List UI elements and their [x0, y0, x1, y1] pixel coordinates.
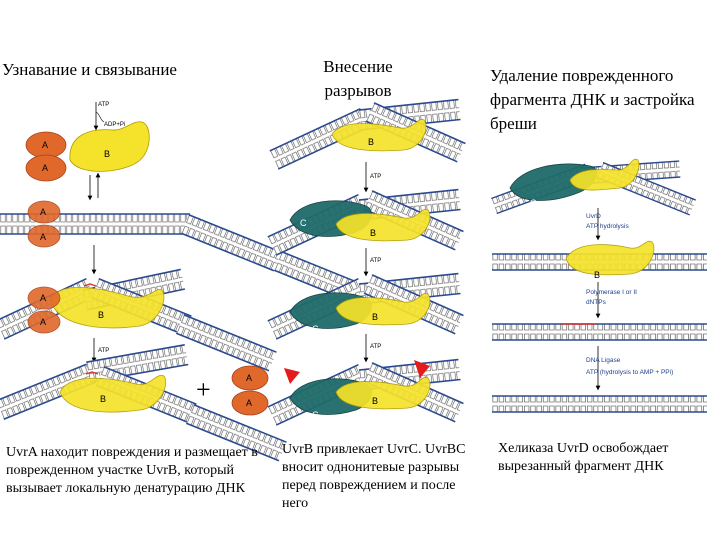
protein-a-label: A [42, 163, 48, 173]
caption-recognition: UvrA находит повреждения и размещает в п… [6, 445, 258, 496]
protein-b-label: B [370, 228, 376, 238]
protein-c-label: C [300, 218, 307, 228]
protein-c-label: C [312, 410, 319, 420]
removal-stage-4 [491, 395, 708, 413]
column-title-recognition: Узнавание и связывание [2, 60, 177, 79]
protein-b-label: B [104, 149, 110, 159]
protein-b-label: B [100, 394, 106, 404]
atp-label: ATP [98, 102, 109, 108]
atp-label: ATP [98, 348, 109, 354]
lesion-marker [83, 283, 97, 287]
protein-b-label: B [594, 270, 600, 280]
protein-b-shape [69, 121, 150, 172]
removal-stage-3 [491, 323, 708, 341]
stage-4-b-on-dna: B + A A [0, 343, 288, 462]
protein-a-label: A [40, 317, 46, 327]
atp-amp-label: ATP (hydrolysis to AMP + PPi) [586, 369, 673, 376]
protein-c-label: C [530, 198, 537, 208]
incision-site-right-icon [414, 360, 430, 378]
caption-incision: UvrB привлекает UvrC. UvrBC вносит однон… [282, 442, 466, 511]
protein-b-label: B [372, 312, 378, 322]
dntps-label: dNTPs [586, 299, 607, 306]
incision-stage-2: C B [266, 188, 465, 256]
adp-label: ADP+Pi [104, 122, 125, 128]
stage-1-free-proteins: B A A ATP ADP+Pi [25, 102, 150, 182]
protein-a-label: A [42, 140, 48, 150]
protein-a-label: A [246, 373, 252, 383]
protein-a-label: A [246, 398, 252, 408]
incision-stage-4: C B [266, 358, 465, 426]
protein-b-label: B [368, 137, 374, 147]
protein-a-label: A [40, 207, 46, 217]
polymerase-label: Polymerase I or II [586, 289, 637, 296]
atp-label: ATP [370, 258, 381, 264]
caption-removal: Хеликаза UvrD освобождает вырезанный фра… [498, 441, 669, 474]
incision-site-left-icon [284, 368, 300, 384]
removal-stage-2: B [491, 240, 708, 280]
protein-b-label: B [372, 396, 378, 406]
atp-label: ATP [370, 344, 381, 350]
protein-a-label: A [40, 293, 46, 303]
stage-3-a2b-complex: B A A [0, 268, 278, 372]
uvrd-label: UvrD [586, 213, 601, 220]
column-title-removal: Удаление поврежденного фрагмента ДНК и з… [490, 66, 695, 133]
ligase-label: DNA Ligase [586, 357, 621, 364]
protein-a-shape [25, 154, 67, 182]
protein-c-label: C [312, 324, 319, 334]
protein-a-label: A [40, 232, 46, 242]
incision-stage-3: C B [266, 272, 465, 340]
removal-stage-1: C [490, 158, 697, 216]
atp-hydrolysis-label: ATP hydrolysis [586, 223, 629, 230]
plus-sign: + [196, 375, 211, 404]
protein-b-label: B [98, 310, 104, 320]
stage-2-dna-binding: A A [0, 200, 376, 309]
atp-label: ATP [370, 174, 381, 180]
incision-stage-1: B [268, 98, 467, 170]
column-title-incision: Внесение разрывов [323, 57, 393, 100]
